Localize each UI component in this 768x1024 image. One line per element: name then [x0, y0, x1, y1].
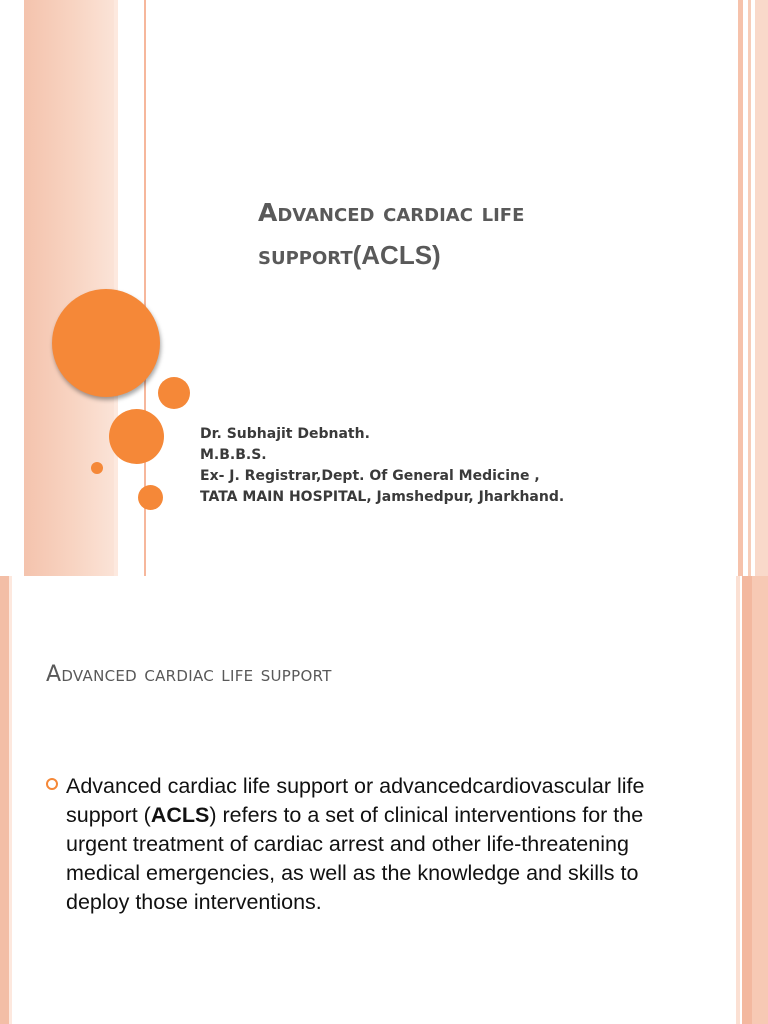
bullet-text-acronym: ACLS	[150, 803, 210, 827]
decorative-vertical-line	[144, 0, 146, 576]
decorative-left-edge-light	[9, 576, 12, 1024]
slide-title: Advanced cardiac life support(ACLS)	[258, 192, 698, 277]
author-degree: M.B.B.S.	[200, 447, 267, 463]
slide-heading: Advanced cardiac life support	[46, 662, 332, 687]
decorative-circle-small	[91, 462, 103, 474]
decorative-left-band	[24, 0, 114, 576]
bullet-text-start: Advanced cardiac life support or advance…	[66, 774, 645, 827]
title-line-1: Advanced cardiac life	[258, 198, 525, 227]
decorative-right-stripe	[752, 576, 768, 1024]
bullet-text: Advanced cardiac life support or advance…	[66, 772, 686, 917]
title-slide: Advanced cardiac life support(ACLS) Dr. …	[24, 0, 768, 576]
decorative-right-stripe	[736, 576, 740, 1024]
decorative-circle	[138, 485, 163, 510]
title-line-2: support	[258, 241, 353, 270]
decorative-right-stripe	[755, 0, 768, 576]
decorative-right-stripe	[738, 0, 743, 576]
decorative-right-stripe	[742, 576, 752, 1024]
decorative-circle	[158, 377, 190, 409]
decorative-circle	[109, 409, 164, 464]
bullet-item: Advanced cardiac life support or advance…	[46, 772, 686, 917]
decorative-left-edge	[0, 576, 9, 1024]
author-hospital: TATA MAIN HOSPITAL, Jamshedpur, Jharkhan…	[200, 489, 565, 505]
author-position: Ex- J. Registrar,Dept. Of General Medici…	[200, 468, 540, 484]
author-block: Dr. Subhajit Debnath. M.B.B.S. Ex- J. Re…	[200, 424, 720, 508]
content-slide: Advanced cardiac life support Advanced c…	[0, 576, 768, 1024]
bullet-text-end: ) refers to a set of clinical interventi…	[66, 803, 644, 914]
decorative-right-stripe	[748, 0, 751, 576]
author-name: Dr. Subhajit Debnath.	[200, 426, 370, 442]
title-acronym: (ACLS)	[352, 240, 441, 270]
decorative-band-edge	[114, 0, 118, 576]
circle-bullet-icon	[46, 778, 58, 790]
decorative-circle-large	[52, 289, 160, 397]
